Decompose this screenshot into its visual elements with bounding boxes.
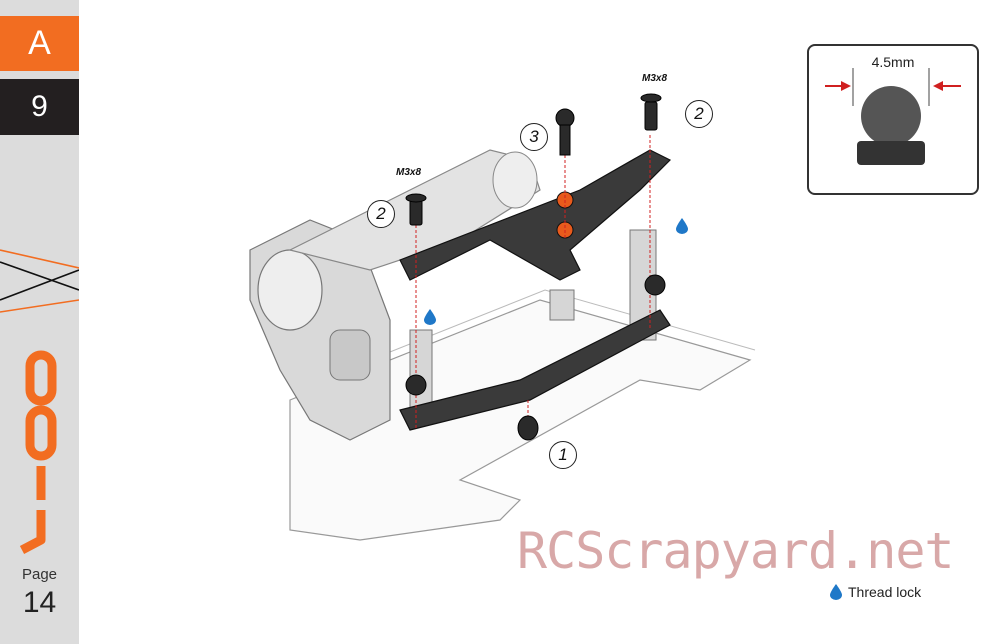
callout-2-left: 2	[367, 200, 395, 228]
swoosh-lines	[0, 249, 79, 313]
sidebar-graphics	[0, 249, 79, 554]
ball-1	[517, 415, 539, 441]
brand-logo	[19, 350, 57, 554]
assembly-diagram	[249, 93, 756, 541]
callout-2-right: 2	[685, 100, 713, 128]
thread-lock-drop-icon	[676, 218, 688, 234]
post-center	[549, 289, 575, 321]
step-number-tab: 9	[0, 79, 79, 135]
ball-size-inset: 4.5mm	[807, 44, 979, 195]
screw-spec-right: M3x8	[642, 73, 668, 84]
thread-lock-drop-icon	[830, 584, 842, 600]
thread-lock-drop-icon	[424, 309, 436, 325]
ball-right	[644, 274, 666, 296]
ball-diameter-label: 4.5mm	[871, 54, 915, 70]
legend: Thread lock	[830, 584, 921, 600]
callout-1: 1	[549, 441, 577, 469]
ball-left	[405, 374, 427, 396]
legend-label: Thread lock	[848, 584, 922, 600]
screw-right	[644, 101, 658, 131]
carbon-link	[399, 309, 671, 431]
section-tab: A	[0, 16, 79, 71]
arrow-left-icon	[933, 81, 943, 91]
screw-left	[409, 199, 423, 226]
post-left	[409, 329, 433, 411]
ball-stud-3	[555, 108, 575, 128]
sidebar: A 9 Page 14	[0, 0, 79, 644]
watermark: RCScrapyard.net	[517, 522, 955, 580]
page-label: Page	[21, 566, 58, 583]
guide-lines	[415, 135, 651, 430]
carbon-top-plate	[399, 149, 672, 281]
page-number: 14	[22, 586, 57, 619]
screw-spec-left: M3x8	[396, 167, 422, 178]
callout-3: 3	[520, 123, 548, 151]
arrow-right-icon	[841, 81, 851, 91]
ball-stud-illustration	[825, 68, 961, 165]
